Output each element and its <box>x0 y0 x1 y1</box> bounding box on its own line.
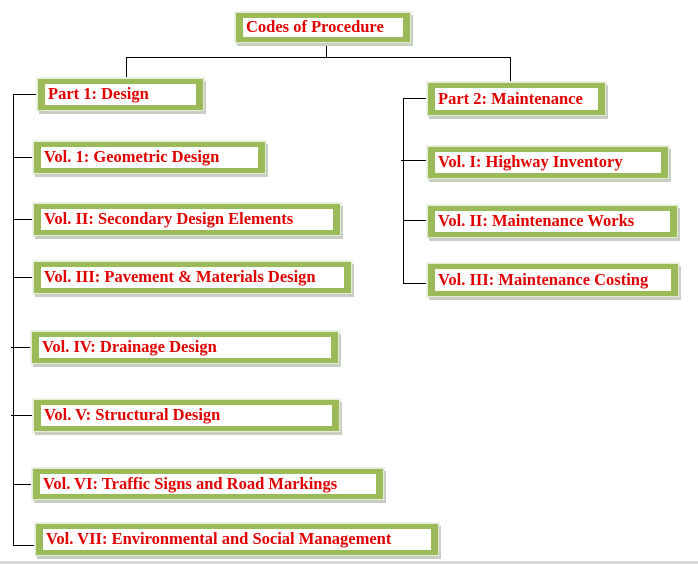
part2-vol1-node: Vol. I: Highway Inventory <box>427 146 669 179</box>
part1-vol2-node: Vol. II: Secondary Design Elements <box>33 203 341 236</box>
connector-part2-branch <box>403 98 427 100</box>
connector-part2-drop <box>510 57 512 82</box>
connector-vol1-branch <box>13 157 33 159</box>
part2-vol3-label: Vol. III: Maintenance Costing <box>438 269 649 289</box>
connector-part2-trunk <box>403 98 405 284</box>
connector-vol5-branch <box>11 415 33 417</box>
part1-vol6-node: Vol. VI: Traffic Signs and Road Markings <box>32 468 384 500</box>
part1-node: Part 1: Design <box>37 78 204 111</box>
connector-part1-trunk <box>13 94 15 546</box>
root-label: Codes of Procedure <box>246 18 384 37</box>
part1-vol4-label: Vol. IV: Drainage Design <box>42 337 217 357</box>
connector-part1-drop <box>126 57 128 78</box>
part1-vol1-node: Vol. 1: Geometric Design <box>33 141 266 174</box>
part1-vol4-node: Vol. IV: Drainage Design <box>31 331 339 364</box>
connector-root-down <box>326 42 328 58</box>
part1-vol1-label: Vol. 1: Geometric Design <box>44 147 220 167</box>
part2-vol3-node: Vol. III: Maintenance Costing <box>427 263 679 297</box>
connector-p2-vol2-branch <box>403 220 427 222</box>
connector-vol2-branch <box>13 219 33 221</box>
part2-vol2-label: Vol. II: Maintenance Works <box>438 211 635 231</box>
connector-vol4-branch <box>11 347 31 349</box>
part2-node: Part 2: Maintenance <box>427 82 606 116</box>
part1-vol2-label: Vol. II: Secondary Design Elements <box>44 209 294 229</box>
part1-vol7-node: Vol. VII: Environmental and Social Manag… <box>35 523 439 556</box>
part1-vol3-node: Vol. III: Pavement & Materials Design <box>33 261 352 294</box>
root-node: Codes of Procedure <box>235 12 411 43</box>
connector-root-horizontal <box>126 57 511 59</box>
connector-p2-vol1-branch <box>401 160 427 162</box>
part1-vol5-node: Vol. V: Structural Design <box>33 399 340 432</box>
part1-vol5-label: Vol. V: Structural Design <box>44 405 221 425</box>
connector-vol3-branch <box>13 277 33 279</box>
connector-vol6-branch <box>13 484 32 486</box>
part2-vol2-node: Vol. II: Maintenance Works <box>427 205 678 238</box>
part1-vol7-label: Vol. VII: Environmental and Social Manag… <box>46 529 392 549</box>
connector-vol7-branch <box>13 545 35 547</box>
part2-label: Part 2: Maintenance <box>438 88 583 108</box>
part1-vol3-label: Vol. III: Pavement & Materials Design <box>44 267 316 287</box>
part1-label: Part 1: Design <box>48 84 149 104</box>
part1-vol6-label: Vol. VI: Traffic Signs and Road Markings <box>43 474 338 493</box>
connector-part1-branch <box>13 94 37 96</box>
bottom-edge <box>0 561 698 564</box>
connector-p2-vol3-branch <box>403 283 427 285</box>
part2-vol1-label: Vol. I: Highway Inventory <box>438 152 623 172</box>
